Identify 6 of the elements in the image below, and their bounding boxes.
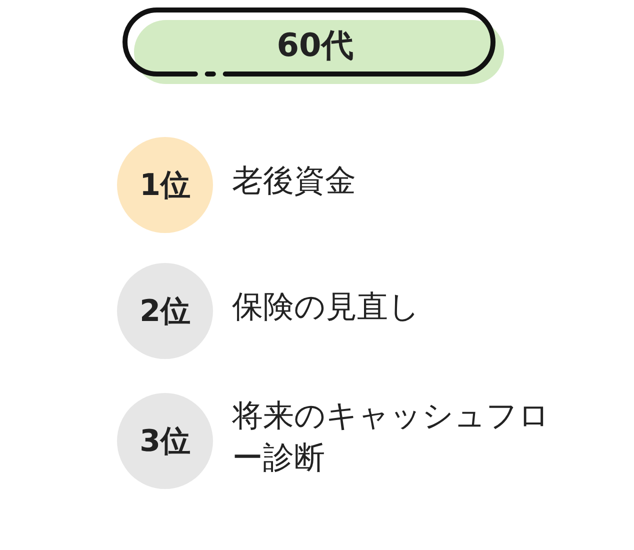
- rank-badge: 3位: [117, 393, 213, 489]
- ranking-item-text: 老後資金: [232, 162, 357, 201]
- ranking-item-text: 保険の見直し: [232, 288, 421, 327]
- ranking-item-text: 将来のキャッシュフロー診断: [232, 397, 551, 478]
- rank-badge: 1位: [117, 137, 213, 233]
- rank-badge: 2位: [117, 263, 213, 359]
